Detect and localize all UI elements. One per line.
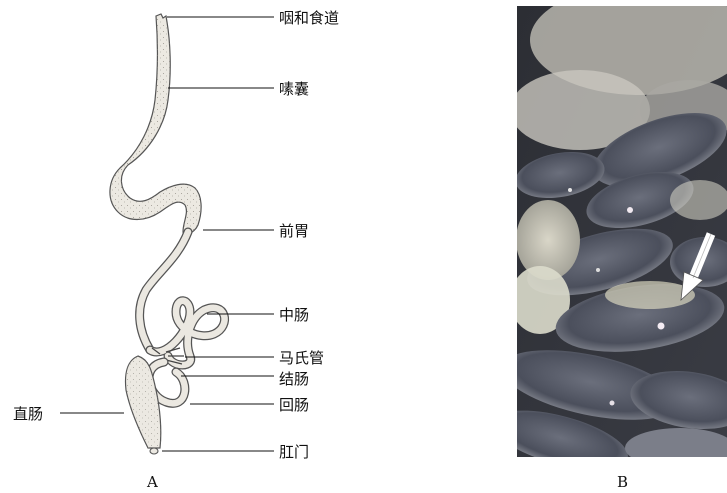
label-midgut: 中肠	[279, 306, 309, 324]
digestive-tract-drawing	[110, 14, 225, 454]
label-pharynx-esophagus: 咽和食道	[279, 9, 339, 27]
label-proventriculus: 前胃	[279, 222, 309, 240]
micrograph-photo	[486, 0, 727, 481]
panel-label-a: A	[146, 473, 158, 491]
label-ileum: 回肠	[279, 396, 309, 414]
label-anus: 肛门	[279, 443, 309, 461]
label-rectum: 直肠	[13, 405, 43, 423]
label-crop: 嗉囊	[279, 80, 309, 98]
label-malpighian-tubules: 马氏管	[279, 349, 324, 367]
label-colon: 结肠	[279, 370, 309, 388]
panel-label-b: B	[617, 473, 628, 491]
